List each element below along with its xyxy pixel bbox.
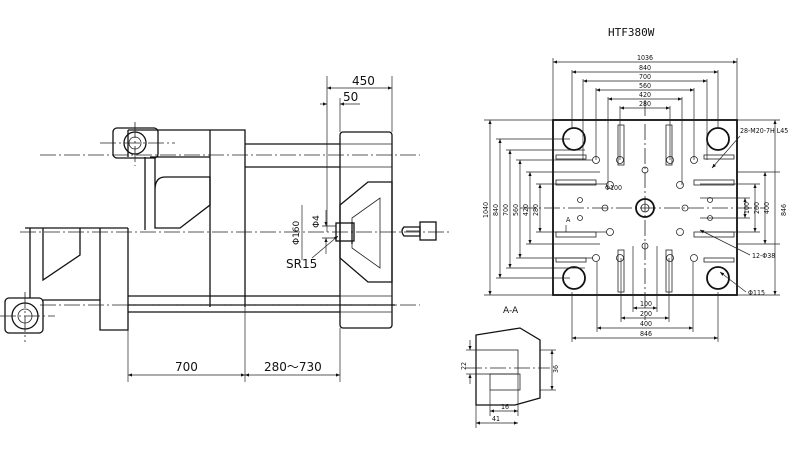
dim-700-label: 700	[175, 360, 198, 374]
moving-platen	[127, 129, 246, 307]
nozzle-labels: Φ160 Φ4 SR15	[286, 215, 339, 271]
upper-lug	[100, 122, 175, 166]
svg-text:846: 846	[640, 330, 652, 338]
svg-text:200: 200	[753, 202, 761, 214]
platen-right-dims: 100 200 400 846	[700, 119, 788, 296]
svg-text:560: 560	[639, 82, 651, 90]
platen-top-dims: 1036 840 700 560 420 280	[552, 54, 738, 185]
holes-callout: 12-Φ38	[752, 252, 775, 260]
toggle-housing	[25, 227, 129, 331]
platen-bottom-dims: 100 200 400 846	[571, 246, 719, 342]
svg-text:100: 100	[640, 300, 652, 308]
side-view: 450 50 Φ160 Φ4 SR15 700 280～730	[0, 74, 450, 382]
tie-bar-holes	[562, 127, 730, 290]
svg-text:846: 846	[780, 204, 788, 216]
top-dimensions: 450 50	[320, 74, 393, 232]
center-dia-callout: Φ100	[605, 184, 622, 192]
bottom-dimensions: 700 280～730	[127, 307, 341, 382]
thread-callout: 28-M20-7H L45	[740, 127, 788, 135]
dim-50-label: 50	[343, 90, 358, 104]
sr15-label: SR15	[286, 257, 317, 271]
svg-text:560: 560	[512, 204, 520, 216]
svg-text:420: 420	[522, 204, 530, 216]
tie-bars	[20, 143, 450, 313]
svg-text:420: 420	[639, 91, 651, 99]
nozzle	[301, 205, 355, 260]
svg-text:16: 16	[501, 403, 509, 411]
svg-text:840: 840	[492, 204, 500, 216]
svg-text:400: 400	[640, 320, 652, 328]
svg-text:700: 700	[502, 204, 510, 216]
platen-view: HTF380W	[482, 26, 788, 342]
dia-160-label: Φ160	[292, 220, 302, 245]
svg-text:41: 41	[492, 415, 500, 423]
dim-stroke-label: 280～730	[264, 360, 322, 374]
center-hole	[635, 198, 655, 218]
section-mark: A	[566, 216, 571, 224]
injection-nozzle	[401, 221, 437, 241]
section-aa: A-A 22 36 16 41	[460, 306, 560, 428]
svg-text:280: 280	[532, 204, 540, 216]
platen-left-dims: 1040 840 700 560 420 280	[482, 119, 607, 296]
fixed-platen	[339, 131, 393, 329]
section-title: A-A	[503, 306, 519, 316]
lower-lug	[0, 292, 55, 342]
svg-text:22: 22	[460, 362, 468, 370]
svg-text:36: 36	[552, 365, 560, 373]
svg-text:400: 400	[763, 202, 771, 214]
platen-callouts: 28-M20-7H L45 12-Φ38 Φ100 Φ115 A	[565, 127, 788, 297]
svg-text:100: 100	[743, 202, 751, 214]
svg-text:840: 840	[639, 64, 651, 72]
svg-text:280: 280	[639, 100, 651, 108]
dim-450-label: 450	[352, 74, 375, 88]
model-title: HTF380W	[608, 26, 655, 39]
bore-callout: Φ115	[748, 289, 765, 297]
dia-4-label: Φ4	[312, 215, 322, 228]
svg-text:1040: 1040	[482, 202, 490, 218]
svg-text:1036: 1036	[637, 54, 653, 62]
svg-text:700: 700	[639, 73, 651, 81]
svg-text:200: 200	[640, 310, 652, 318]
